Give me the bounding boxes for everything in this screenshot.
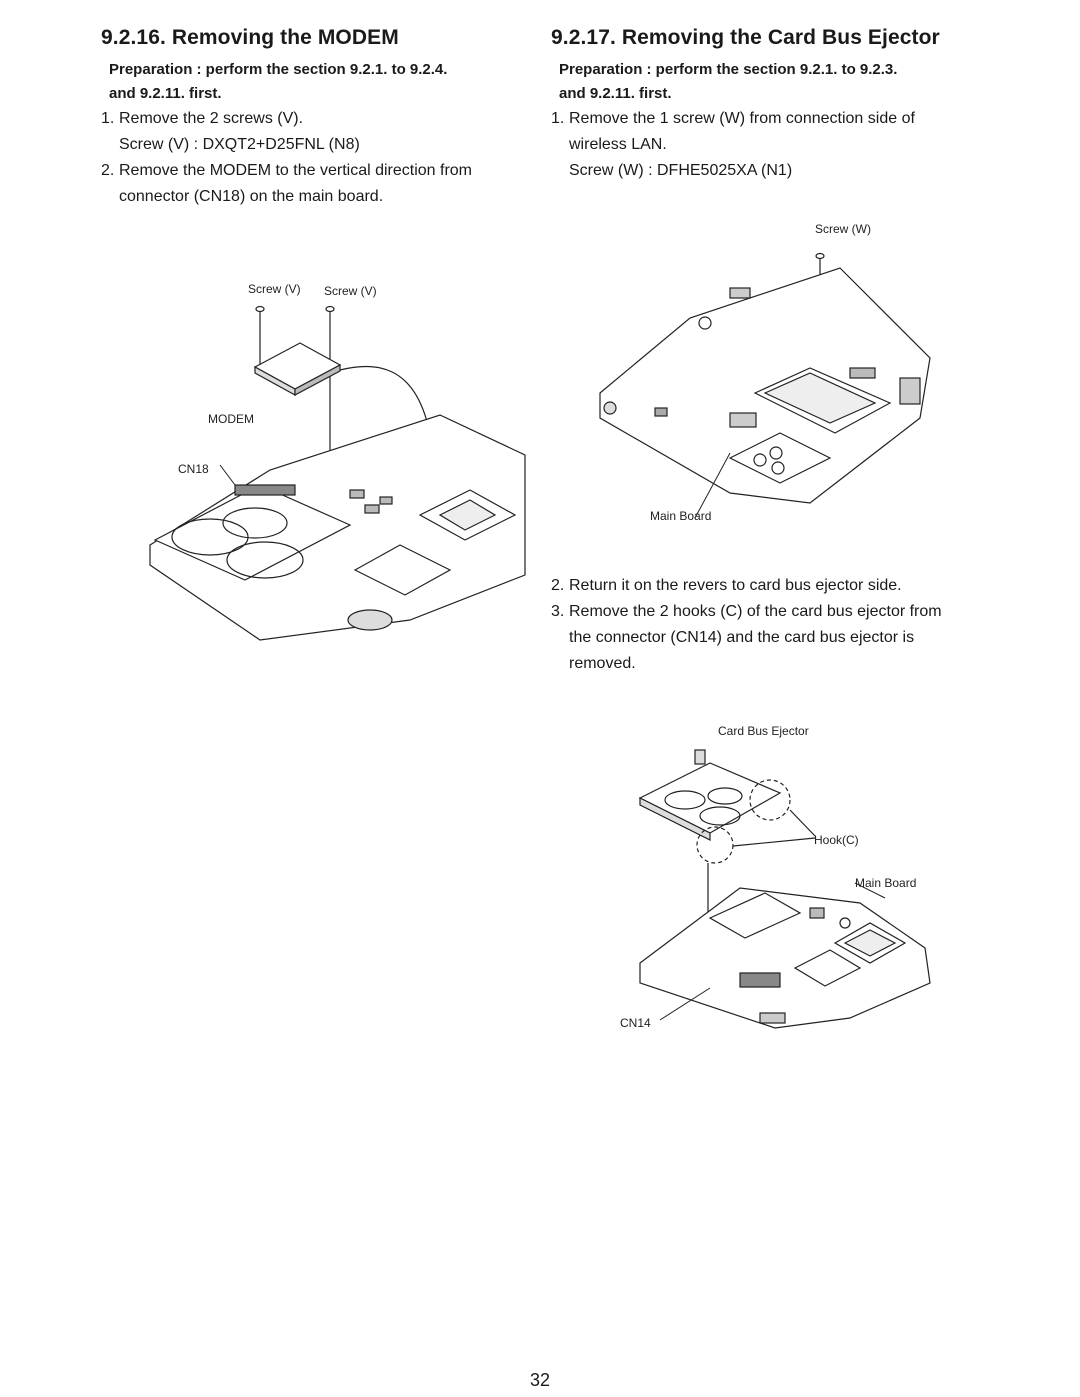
screw-v-right-icon xyxy=(325,305,335,321)
card-bus-step3-line3: removed. xyxy=(569,655,636,672)
card-bus-step2: 2.Return it on the revers to card bus ej… xyxy=(551,573,981,599)
card-bus-section-title: 9.2.17. Removing the Card Bus Ejector xyxy=(551,26,940,49)
card-bus-steps-2-3: 2.Return it on the revers to card bus ej… xyxy=(551,573,981,677)
label-screw-w: Screw (W) xyxy=(815,222,871,236)
modem-step2-num: 2. xyxy=(101,162,115,179)
card-bus-figure-ejector: Card Bus Ejector Hook(C) Main Board CN14 xyxy=(600,718,940,1058)
modem-step1-num: 1. xyxy=(101,110,115,127)
card-bus-step1: 1.Remove the 1 screw (W) from connection… xyxy=(551,106,981,132)
card-bus-preparation-line2: and 9.2.11. first. xyxy=(559,85,672,102)
modem-preparation-line1: Preparation : perform the section 9.2.1.… xyxy=(109,61,448,78)
label-modem: MODEM xyxy=(208,412,254,426)
card-bus-step3-num: 3. xyxy=(551,603,565,620)
modem-step2: 2.Remove the MODEM to the vertical direc… xyxy=(101,158,521,184)
card-bus-step1-num: 1. xyxy=(551,110,565,127)
modem-preparation-line2: and 9.2.11. first. xyxy=(109,85,222,102)
card-bus-step3-line2: the connector (CN14) and the card bus ej… xyxy=(569,629,915,646)
modem-section-title: 9.2.16. Removing the MODEM xyxy=(101,26,399,49)
label-screw-v-2: Screw (V) xyxy=(324,284,377,298)
page-number: 32 xyxy=(529,1370,551,1390)
card-bus-main-board-diagram: Screw (W) Main Board xyxy=(599,222,931,523)
label-hook-c: Hook(C) xyxy=(814,833,859,847)
label-screw-v-1: Screw (V) xyxy=(248,282,301,296)
label-card-bus-ejector: Card Bus Ejector xyxy=(718,724,809,738)
card-bus-step1-detail: Screw (W) : DFHE5025XA (N1) xyxy=(569,162,793,179)
modem-card-shape xyxy=(253,342,342,397)
card-bus-step1-line2: wireless LAN. xyxy=(569,136,667,153)
modem-diagram: Screw (V) Screw (V) MODEM CN18 xyxy=(149,282,526,641)
card-bus-section: 9.2.17. Removing the Card Bus Ejector Pr… xyxy=(551,26,981,184)
card-bus-figure-main-board: Screw (W) Main Board xyxy=(580,218,950,528)
card-bus-preparation-line1: Preparation : perform the section 9.2.1.… xyxy=(559,61,898,78)
modem-step2-line1: Remove the MODEM to the vertical directi… xyxy=(119,162,473,179)
modem-figure: Screw (V) Screw (V) MODEM CN18 xyxy=(140,275,530,645)
modem-step1-detail: Screw (V) : DXQT2+D25FNL (N8) xyxy=(119,136,360,153)
card-bus-ejector-shape xyxy=(638,749,782,841)
hook-c-bottom-marker xyxy=(696,826,734,864)
card-bus-step2-text: Return it on the revers to card bus ejec… xyxy=(569,577,902,594)
label-main-board-1: Main Board xyxy=(650,509,711,523)
card-bus-ejector-diagram: Card Bus Ejector Hook(C) Main Board CN14 xyxy=(620,724,931,1030)
label-cn18: CN18 xyxy=(178,462,209,476)
card-bus-step2-num: 2. xyxy=(551,577,565,594)
modem-section: 9.2.16. Removing the MODEM Preparation :… xyxy=(101,26,521,210)
label-main-board-2: Main Board xyxy=(855,876,916,890)
label-cn14: CN14 xyxy=(620,1016,651,1030)
hook-c-top-marker xyxy=(749,779,791,821)
screw-v-left-icon xyxy=(255,305,265,321)
card-bus-step3-line1: Remove the 2 hooks (C) of the card bus e… xyxy=(569,603,942,620)
modem-step1: 1.Remove the 2 screws (V). xyxy=(101,106,521,132)
card-bus-step3: 3.Remove the 2 hooks (C) of the card bus… xyxy=(551,599,981,625)
card-bus-step1-line1: Remove the 1 screw (W) from connection s… xyxy=(569,110,915,127)
modem-step2-line2: connector (CN18) on the main board. xyxy=(119,188,384,205)
modem-step1-text: Remove the 2 screws (V). xyxy=(119,110,304,127)
screw-w-icon xyxy=(815,252,825,268)
card-bus-main-board-shape xyxy=(639,887,931,1029)
modem-main-board-shape xyxy=(149,414,526,641)
